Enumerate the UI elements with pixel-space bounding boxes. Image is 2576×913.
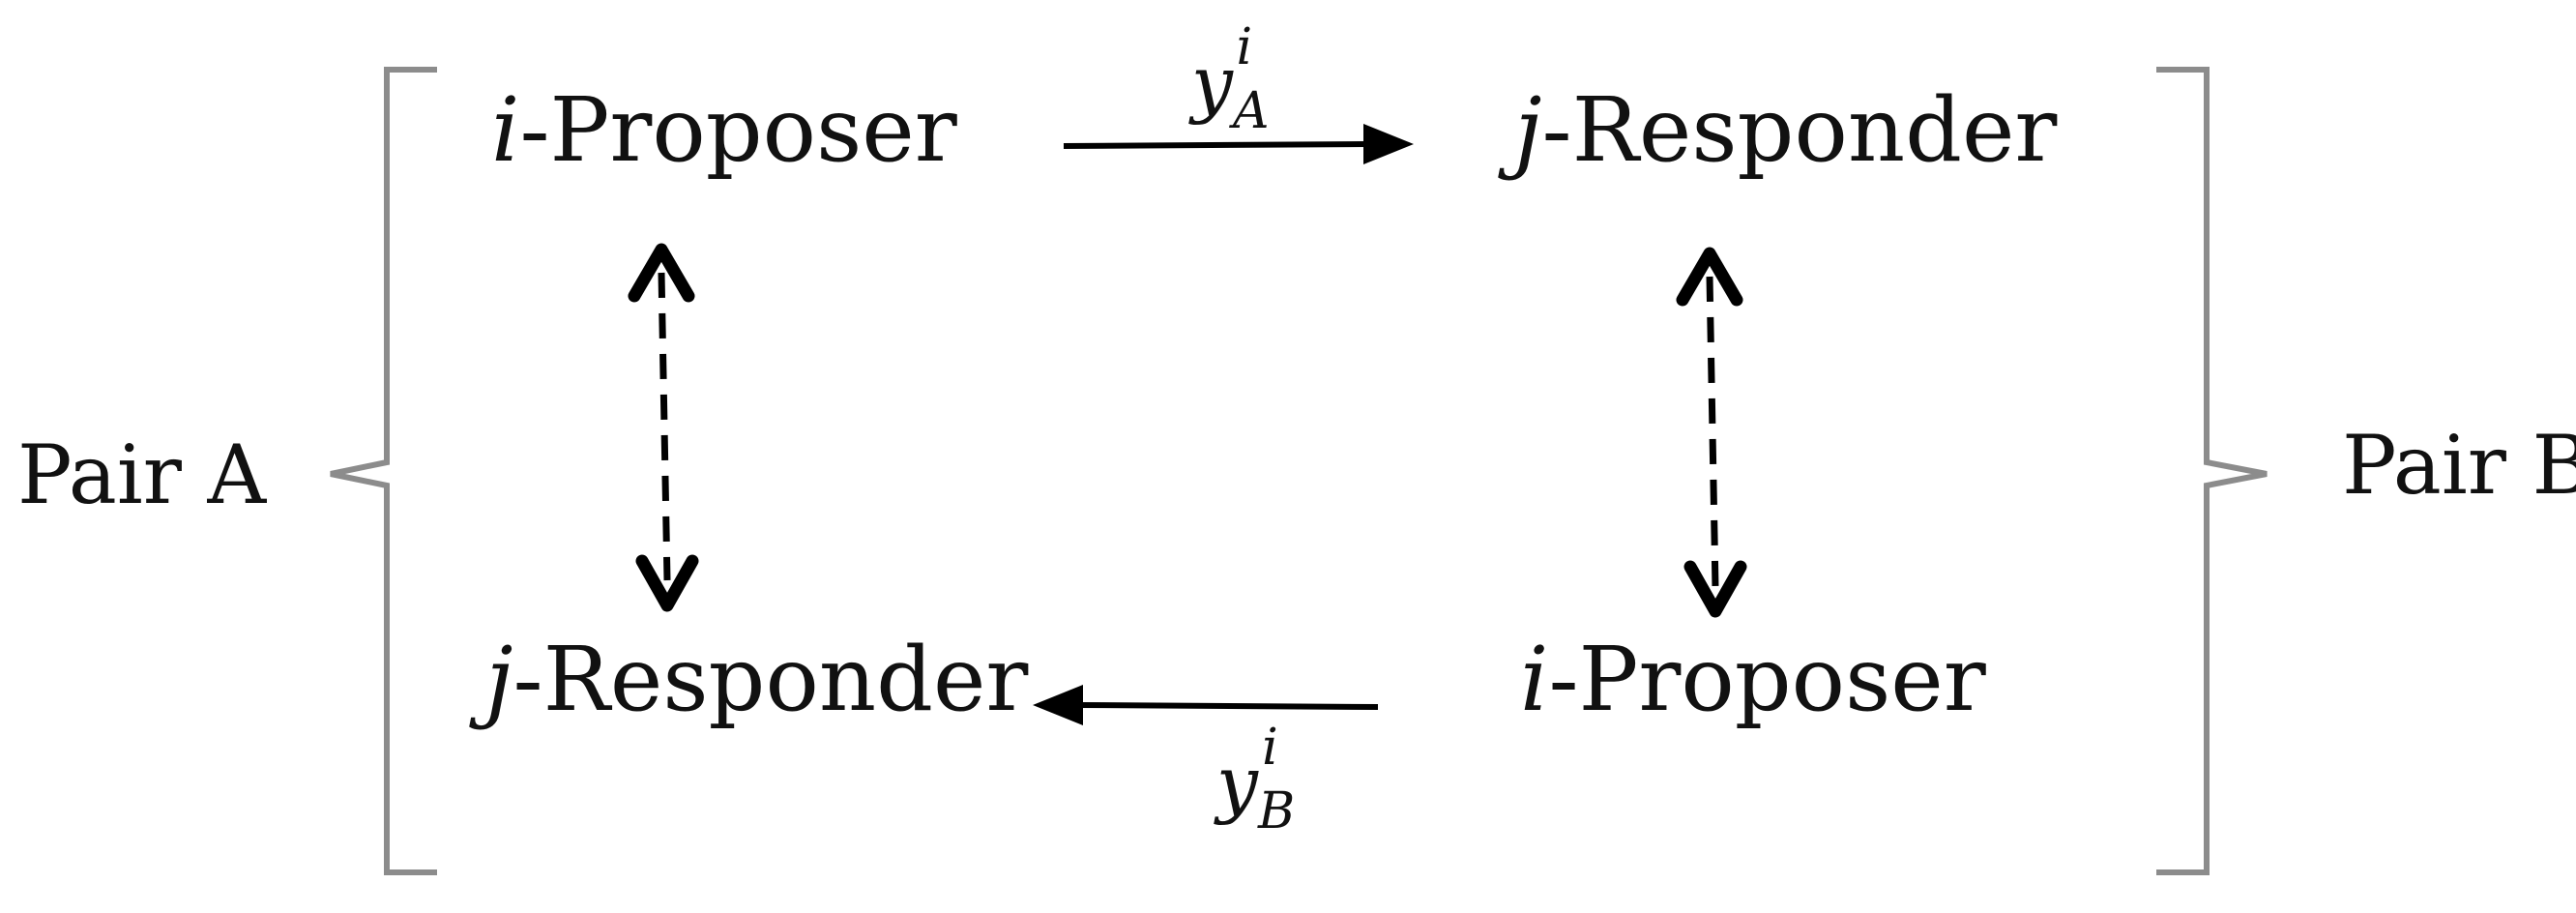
- left-dashed-link: [658, 272, 671, 581]
- pair-a-label: Pair A: [17, 427, 268, 522]
- edge-base: y: [1188, 40, 1234, 126]
- pair-b-bracket: [2156, 67, 2268, 875]
- node-bottom-right-i-proposer: i-Proposer: [1520, 628, 1986, 731]
- node-bottom-left-j-responder: j-Responder: [469, 628, 1028, 731]
- bottom-arrow-line: [1077, 702, 1379, 710]
- edge-sub: B: [1257, 782, 1295, 840]
- edge-sup: i: [1237, 18, 1253, 76]
- left-dashed-head-down: [635, 554, 699, 612]
- node-var: j: [469, 628, 513, 731]
- node-role: -Responder: [1542, 78, 2058, 182]
- node-var: i: [1520, 628, 1548, 731]
- node-top-right-j-responder: j-Responder: [1498, 78, 2057, 182]
- node-top-left-i-proposer: i-Proposer: [491, 78, 957, 182]
- left-dashed-head-up: [628, 243, 695, 303]
- right-dashed-link: [1706, 276, 1719, 589]
- node-role: -Proposer: [519, 78, 956, 182]
- right-dashed-head-up: [1676, 247, 1743, 307]
- bottom-arrow-head: [1033, 685, 1083, 725]
- pair-a-bracket: [330, 67, 437, 875]
- edge-sub: A: [1229, 82, 1270, 140]
- bottom-edge-label: yBi: [1214, 719, 1295, 840]
- right-dashed-head-down: [1683, 560, 1747, 618]
- node-var: j: [1498, 78, 1542, 182]
- pair-b-label: Pair B: [2342, 418, 2576, 513]
- node-var: i: [491, 78, 519, 182]
- top-arrow-line: [1063, 141, 1369, 149]
- top-edge-label: yAi: [1188, 18, 1270, 140]
- node-role: -Responder: [513, 628, 1029, 731]
- top-arrow-head: [1363, 124, 1414, 164]
- node-role: -Proposer: [1548, 628, 1985, 731]
- edge-base: y: [1214, 740, 1259, 826]
- edge-sup: i: [1262, 719, 1278, 777]
